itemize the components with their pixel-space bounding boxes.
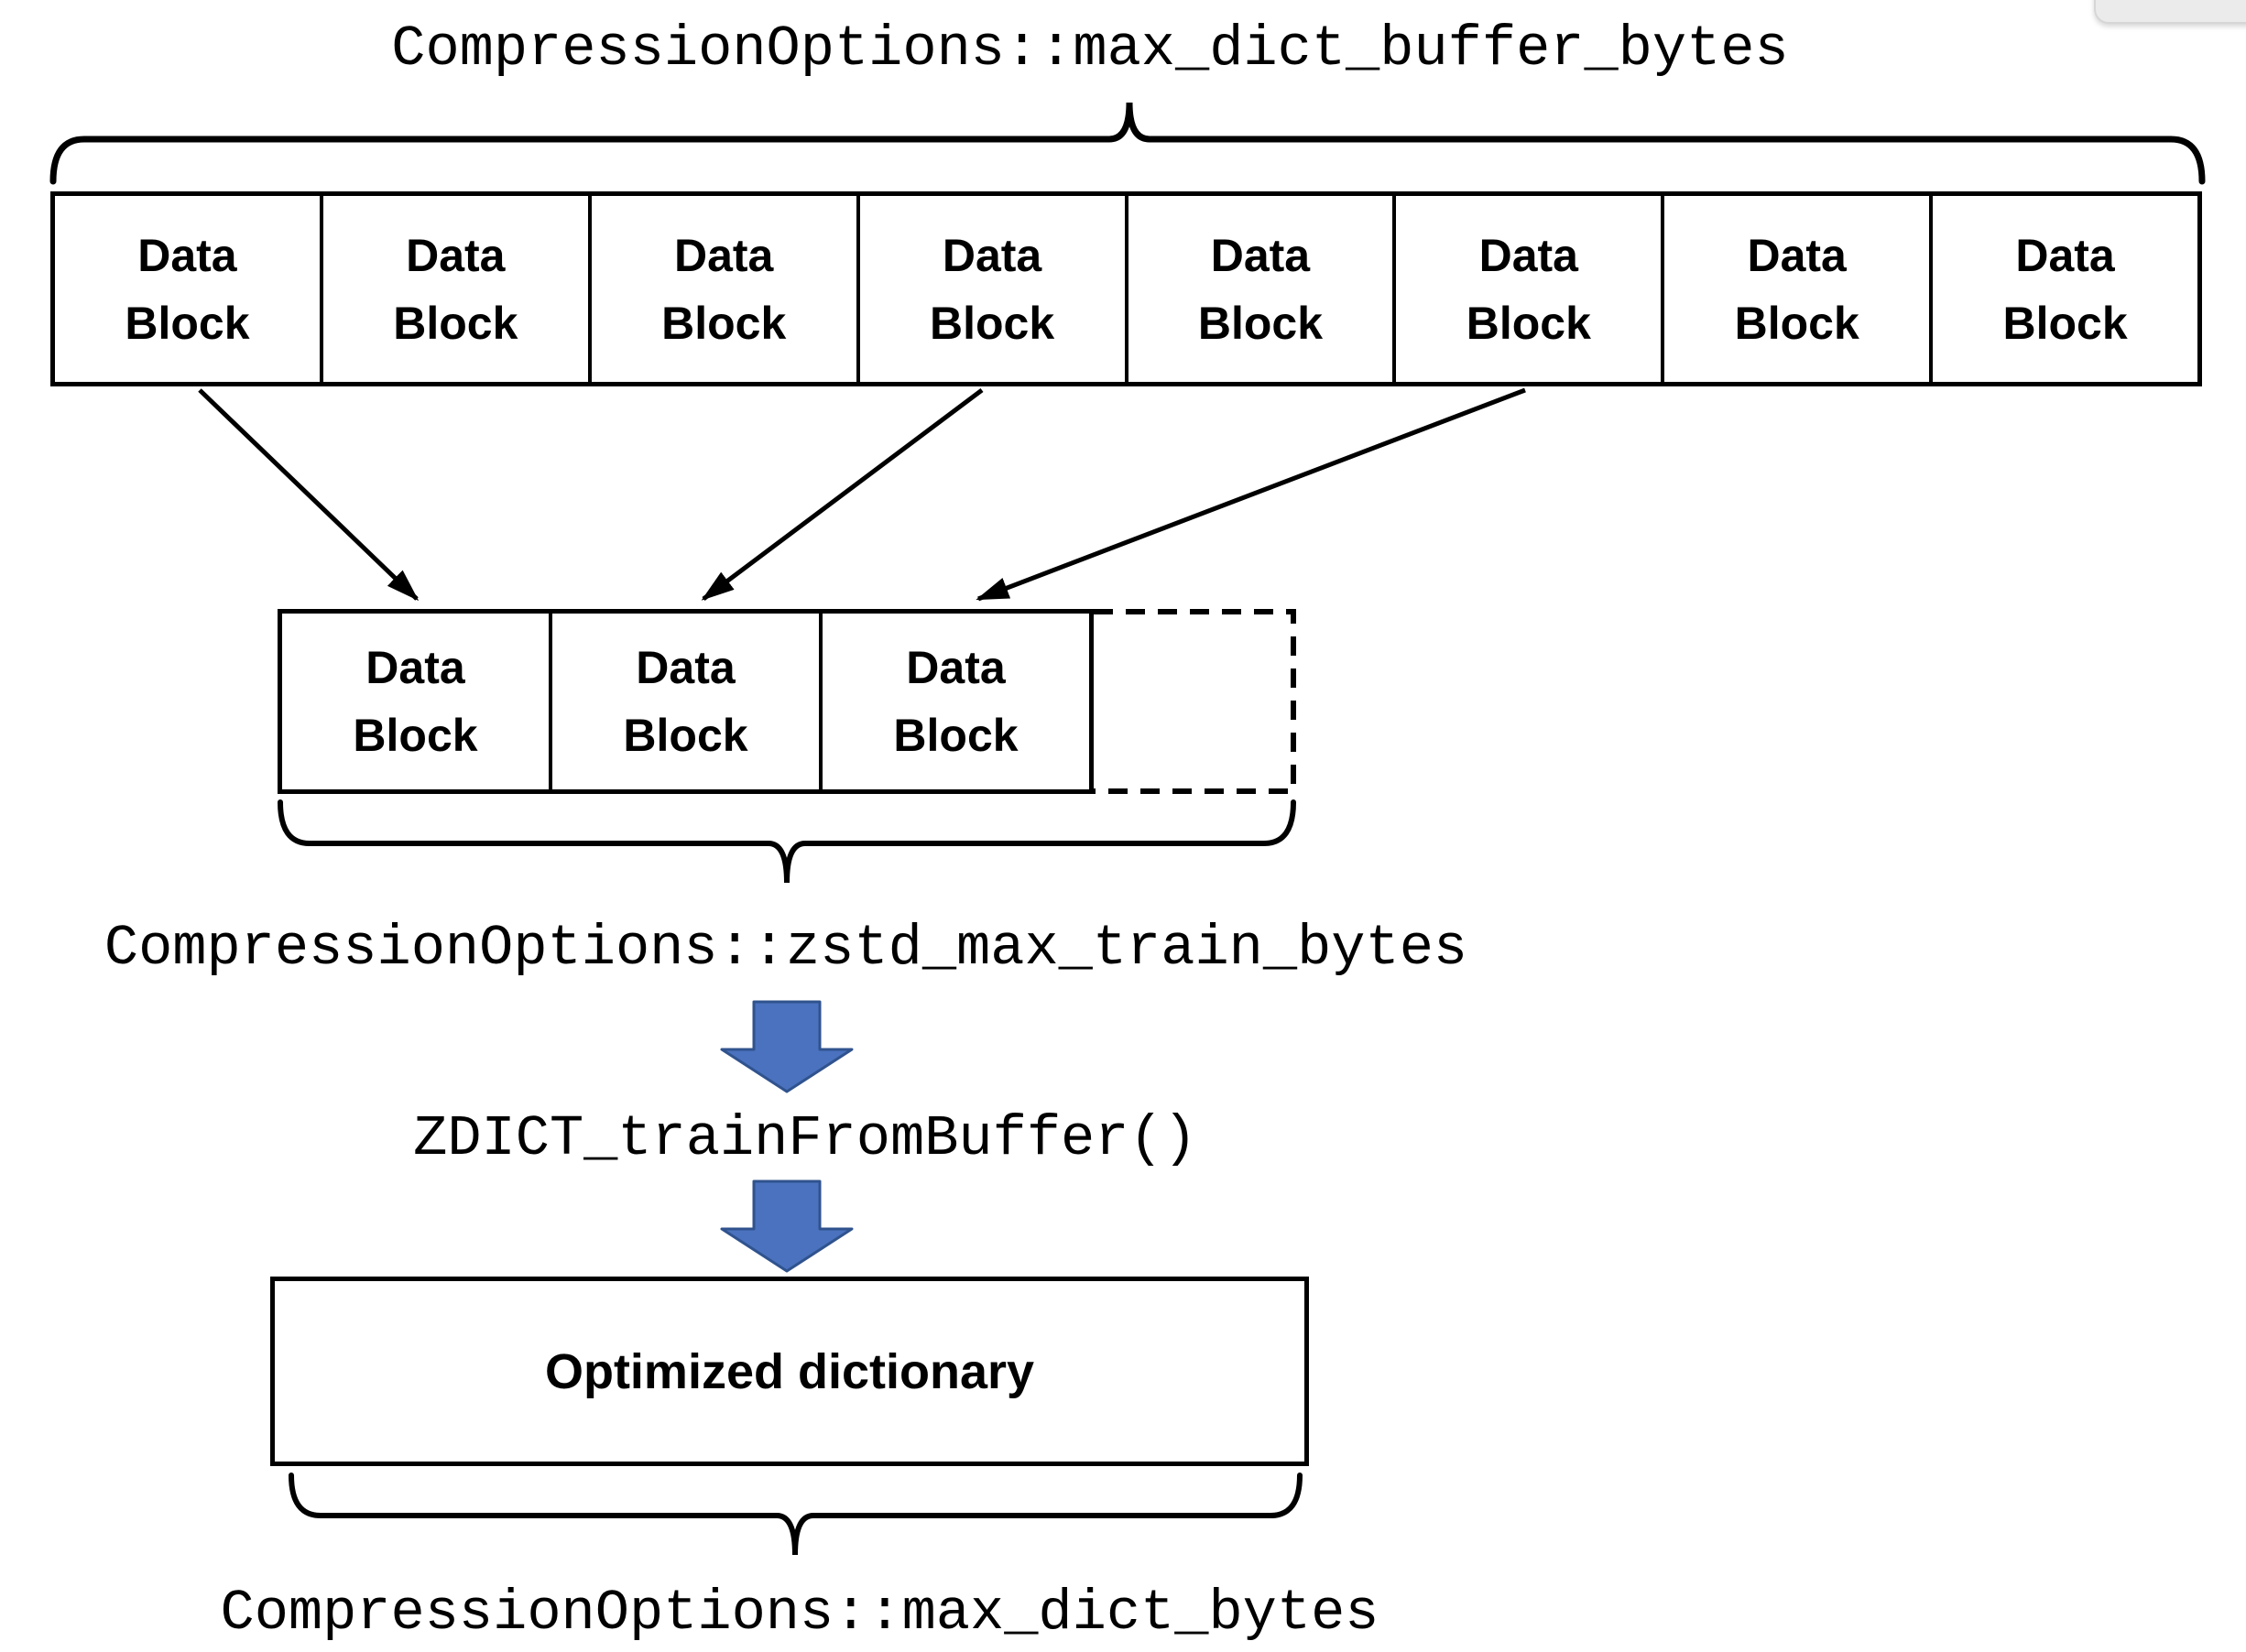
data-block: Data Block xyxy=(856,196,1125,382)
optimized-dictionary-box: Optimized dictionary xyxy=(270,1277,1309,1466)
down-arrow-train-icon xyxy=(720,1000,854,1093)
sample-arrow-block6-icon xyxy=(976,387,1526,602)
down-arrow-dictionary-icon xyxy=(720,1179,854,1273)
zstd-max-train-bytes-label: CompressionOptions::zstd_max_train_bytes xyxy=(104,916,1468,981)
dashed-placeholder-block xyxy=(1094,609,1296,794)
data-block: Data Block xyxy=(319,196,588,382)
data-block: Data Block xyxy=(587,196,856,382)
data-block: Data Block xyxy=(549,614,819,789)
sample-arrow-block4-icon xyxy=(701,388,984,601)
max-dict-buffer-bytes-label: CompressionOptions::max_dict_buffer_byte… xyxy=(391,16,1789,82)
underbrace-zstd-max-train-icon xyxy=(278,799,1296,884)
data-block: Data Block xyxy=(1661,196,1929,382)
data-block: Data Block xyxy=(353,642,478,761)
underbrace-max-dict-icon xyxy=(289,1473,1303,1556)
sample-arrow-block1-icon xyxy=(198,388,420,602)
browser-overlay-corner xyxy=(2094,0,2246,24)
zdict-train-function-label: ZDICT_trainFromBuffer() xyxy=(413,1106,1197,1171)
data-block: Data Block xyxy=(819,614,1089,789)
data-block: Data Block xyxy=(125,229,250,349)
optimized-dictionary-label: Optimized dictionary xyxy=(544,1343,1035,1399)
data-block: Data Block xyxy=(1392,196,1661,382)
overbrace-max-dict-buffer-icon xyxy=(49,102,2206,185)
max-dict-bytes-label: CompressionOptions::max_dict_bytes xyxy=(220,1581,1379,1646)
data-block: Data Block xyxy=(1929,196,2197,382)
data-block: Data Block xyxy=(1124,196,1393,382)
